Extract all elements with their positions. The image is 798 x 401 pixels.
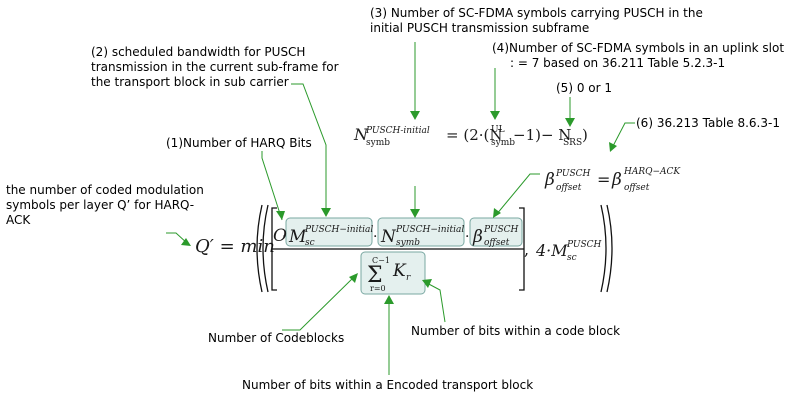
formula-dot-1: · [282, 229, 286, 245]
left-paren [256, 204, 263, 293]
beta-eq-lhs-sub: offset [556, 183, 582, 193]
annotation-bits-encoded-tb: Number of bits within a Encoded transpor… [242, 378, 534, 392]
nsymb-rhs-end: ) [582, 126, 588, 144]
beta-eq-equals: = [597, 170, 610, 189]
formula-m-sub: sc [305, 238, 315, 248]
arrow-srs-head [565, 118, 575, 127]
formula-n: N [380, 227, 397, 247]
beta-eq-lhs-sup: PUSCH [555, 169, 591, 179]
formula-sum-top: C−1 [372, 256, 390, 265]
left-paren-2 [262, 204, 269, 293]
arrow-q-prime [166, 232, 189, 245]
beta-eq-rhs-sub: offset [624, 183, 650, 193]
formula-dot-2: · [373, 229, 377, 245]
annotation-q-prime-line-2: symbols per layer Q’ for HARQ- [6, 198, 195, 212]
formula-beta-sup: PUSCH [483, 225, 519, 235]
annotation-initial-symbols-line-2: initial PUSCH transmission subframe [370, 21, 590, 35]
right-paren-2 [606, 204, 613, 293]
arrow-table-head [609, 142, 617, 152]
annotation-q-prime-line-3: ACK [6, 213, 31, 227]
formula-comma: , [524, 240, 529, 259]
formula-dot-3: · [465, 229, 469, 245]
nsymb-rhs-mid: −1)− N [513, 126, 571, 144]
annotation-bandwidth-line-1: (2) scheduled bandwidth for PUSCH [91, 45, 306, 59]
annotation-codeblocks: Number of Codeblocks [208, 331, 345, 345]
formula-sum: Σ [367, 263, 383, 288]
main-formula: Q′ = min O · M PUSCH−initial sc · N PUSC… [195, 204, 613, 295]
nsymb-rhs-prefix: = (2·(N [446, 126, 502, 144]
formula-k: K [392, 261, 407, 281]
annotation-bandwidth-line-3: the transport block in sub carrier [91, 75, 289, 89]
beta-eq-rhs-sup: HARQ−ACK [623, 167, 681, 177]
formula-m: M [288, 227, 307, 247]
arrow-beta-to-formula-head [493, 208, 501, 218]
right-paren [600, 204, 607, 293]
arrow-initial-symbols-head [410, 111, 420, 120]
arrow-bits-code-block-head [422, 279, 432, 288]
arrow-nsymb-to-formula-head [410, 209, 420, 218]
m-sc-highlight [285, 217, 373, 247]
sum-highlight [360, 251, 426, 295]
arrow-codeblocks-head [349, 273, 358, 283]
annotation-srs: (5) 0 or 1 [556, 81, 612, 95]
formula-q-prime: Q′ = min [195, 236, 275, 257]
nsymb-srs-sub: SRS [563, 138, 582, 148]
annotation-uplink-slot-line-2: : = 7 based on 36.211 Table 5.2.3-1 [510, 56, 726, 70]
beta-equation: β PUSCH offset = β HARQ−ACK offset [544, 167, 681, 193]
formula-k-sub: r [406, 273, 411, 283]
nsymb-ul-sup: UL [491, 125, 505, 135]
annotation-uplink-slot: (4)Number of SC-FDMA symbols in an uplin… [492, 41, 784, 71]
annotation-initial-symbols-line-1: (3) Number of SC-FDMA symbols carrying P… [370, 6, 703, 20]
arrow-harq-bits [261, 151, 283, 221]
annotation-arrows [166, 42, 635, 375]
n-symb-highlight [377, 217, 465, 247]
arrow-bandwidth-head [321, 208, 331, 217]
annotation-bandwidth-line-2: transmission in the current sub-frame fo… [91, 60, 339, 74]
beta-eq-rhs: β [611, 170, 622, 190]
formula-n-sub: symb [396, 238, 420, 248]
annotation-initial-symbols: (3) Number of SC-FDMA symbols carrying P… [370, 6, 703, 36]
annotation-bits-code-block: Number of bits within a code block [411, 324, 621, 338]
annotation-q-prime-line-1: the number of coded modulation [6, 183, 204, 197]
formula-m-sup: PUSCH−initial [304, 225, 373, 235]
arrow-table [611, 122, 635, 149]
nsymb-lhs: N [353, 125, 369, 144]
arrow-harq-bits-head [276, 211, 285, 220]
nsymb-lhs-sup: PUSCH-initial [365, 126, 430, 136]
arrow-bits-code-block [424, 281, 446, 323]
formula-sum-bottom: r=0 [370, 284, 386, 293]
formula-beta-sub: offset [484, 238, 510, 248]
formula-beta: β [472, 227, 483, 247]
nsymb-equation: N PUSCH-initial symb = (2·(N UL symb −1)… [353, 125, 588, 148]
nsymb-lhs-sub: symb [366, 138, 390, 148]
arrow-bits-encoded-tb-head [384, 295, 394, 304]
annotation-q-prime: the number of coded modulation symbols p… [6, 183, 204, 228]
annotation-bandwidth: (2) scheduled bandwidth for PUSCH transm… [91, 45, 339, 90]
arrow-bandwidth [291, 83, 327, 214]
formula-n-sup: PUSCH−initial [395, 225, 464, 235]
formula-4m-sup: PUSCH [566, 240, 602, 250]
annotation-harq-bits: (1)Number of HARQ Bits [166, 136, 312, 150]
formula-o: O [273, 226, 287, 246]
arrow-beta-to-formula [495, 173, 540, 216]
beta-eq-lhs: β [544, 170, 555, 190]
formula-4m: 4·M [535, 241, 568, 260]
formula-4m-sub: sc [567, 253, 577, 263]
annotation-uplink-slot-line-1: (4)Number of SC-FDMA symbols in an uplin… [492, 41, 785, 55]
beta-offset-highlight [469, 217, 523, 247]
arrow-uplink-slot-head [490, 111, 500, 120]
annotation-table: (6) 36.213 Table 8.6.3-1 [636, 116, 780, 130]
arrow-q-prime-head [181, 238, 191, 246]
arrow-codeblocks [282, 275, 356, 331]
nsymb-ul-sub: symb [491, 138, 515, 148]
